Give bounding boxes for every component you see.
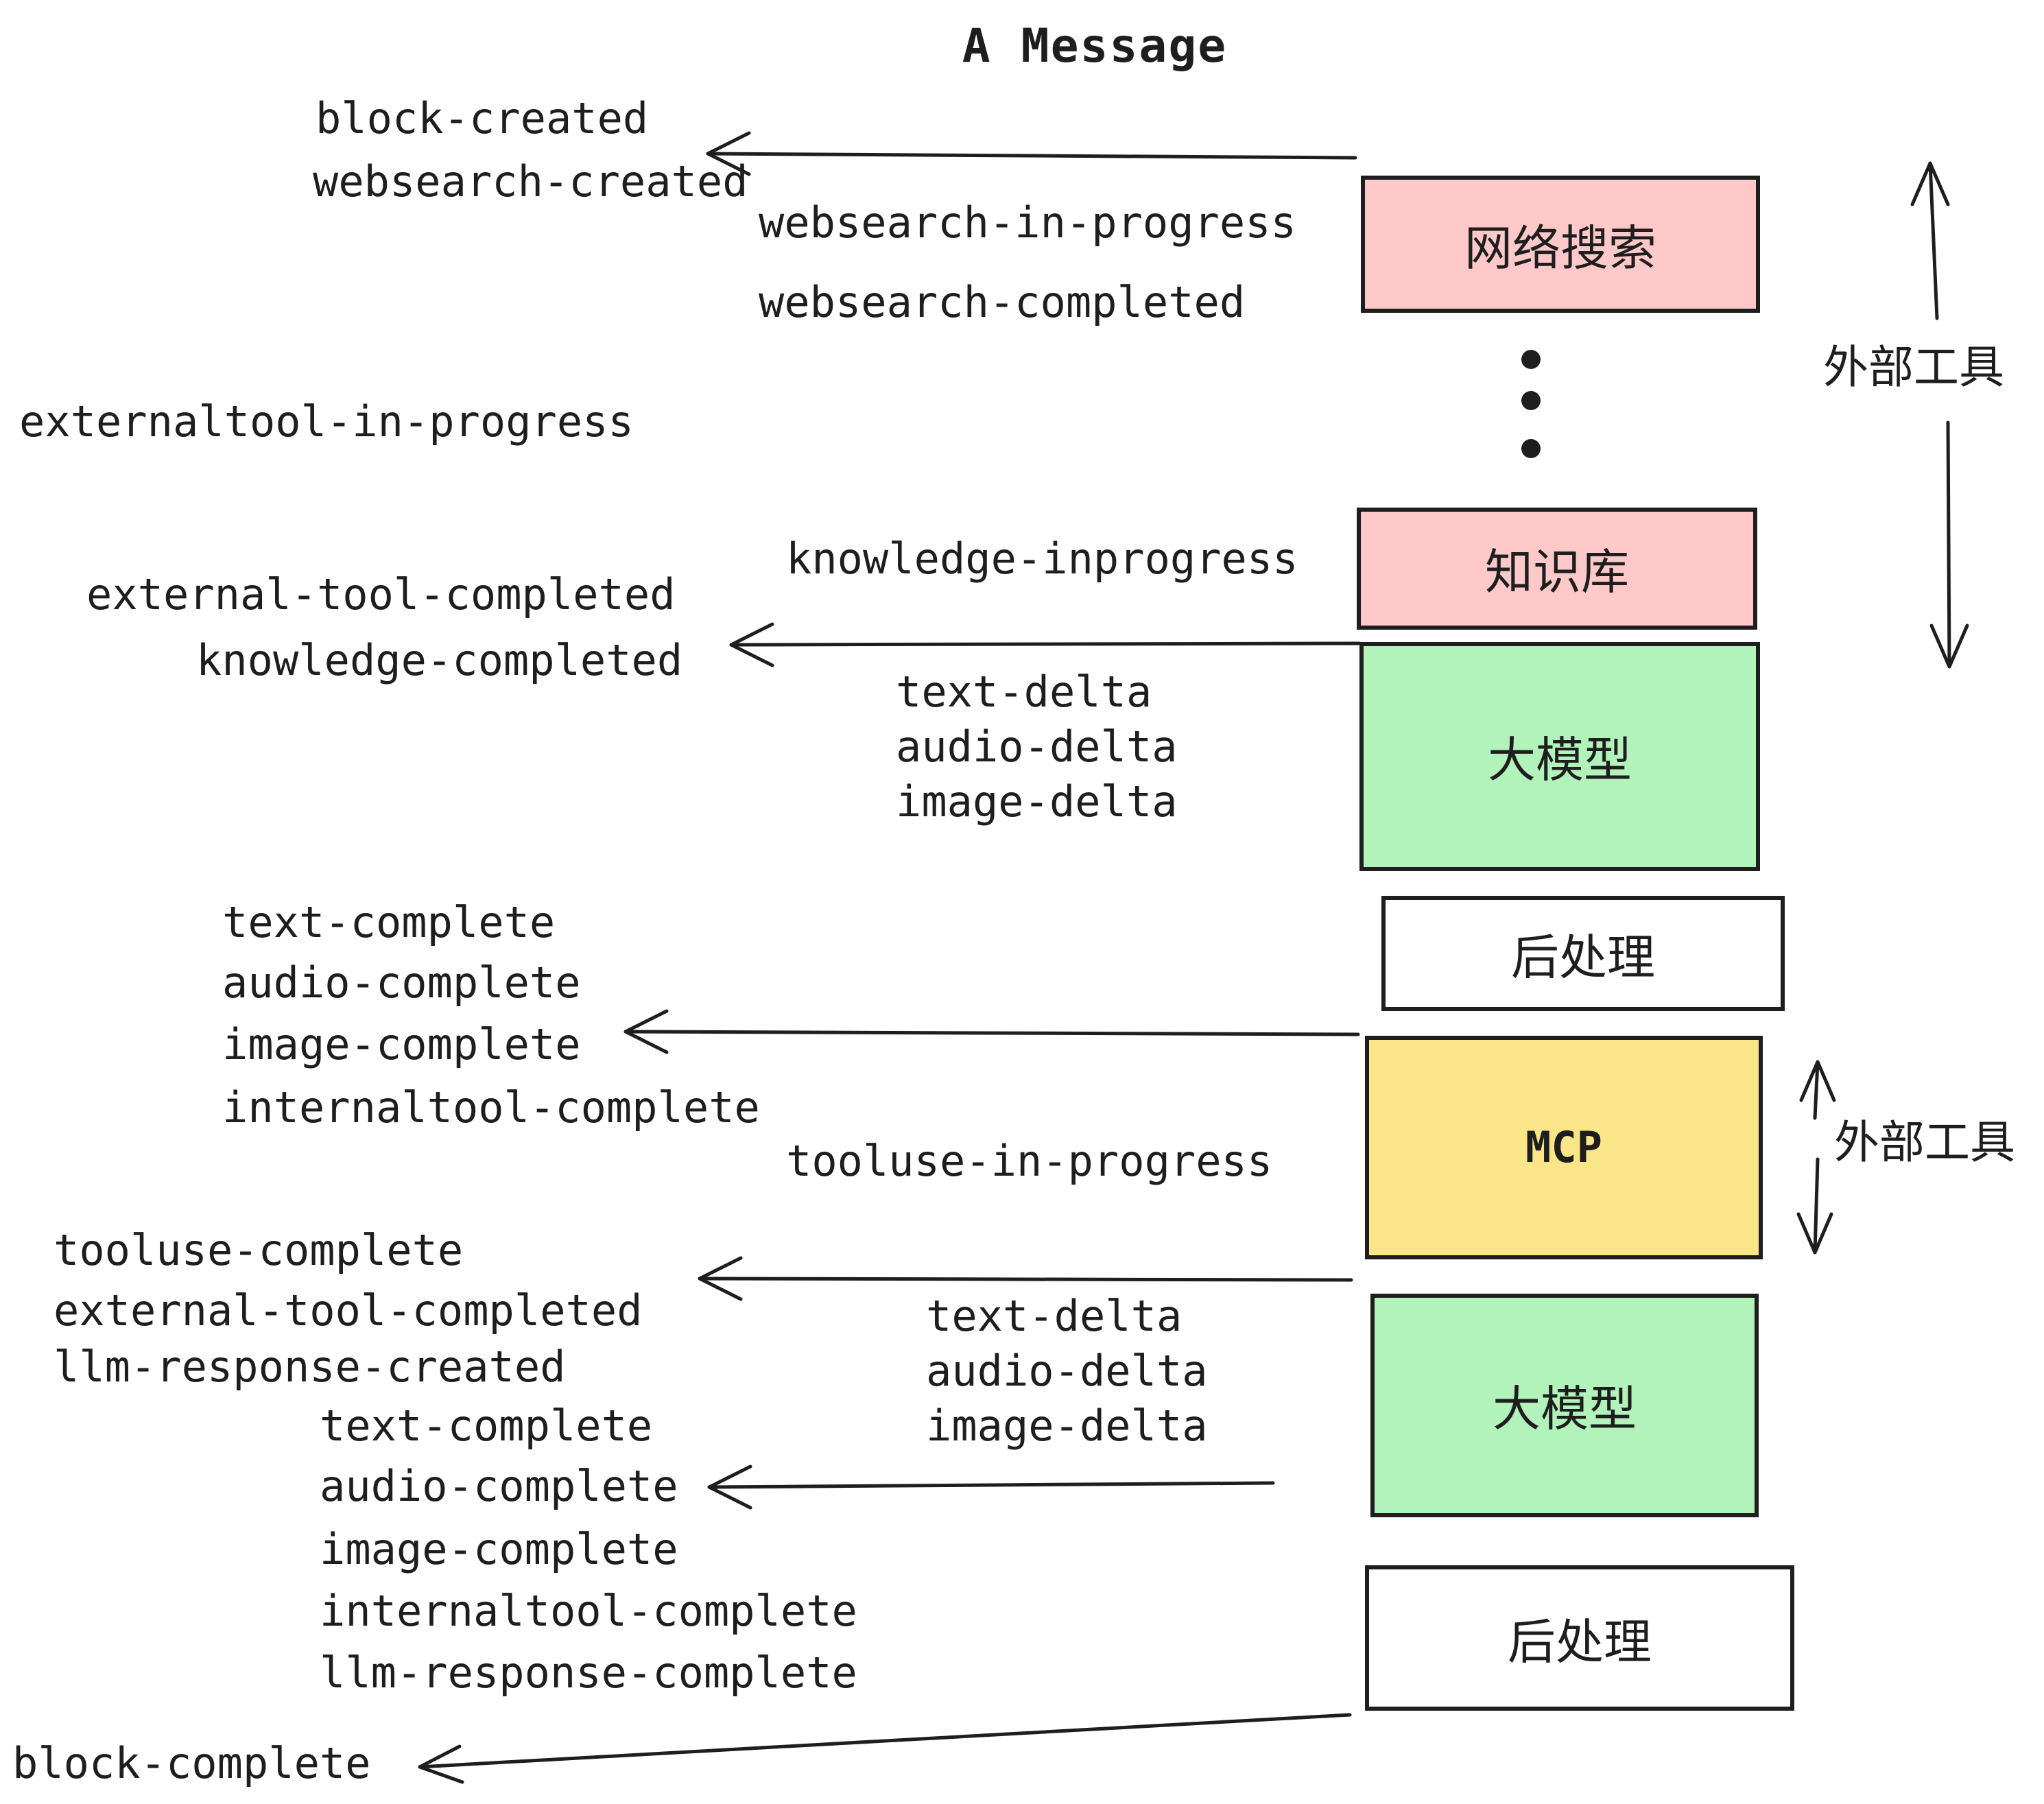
external-tools-label-mcp: 外部工具: [1834, 1117, 2015, 1167]
arrow-llm2-to-audio-complete: [707, 1464, 1275, 1510]
mcp-box: MCP: [1365, 1036, 1763, 1259]
event-tooluse-in-progress: tooluse-in-progress: [786, 1137, 1273, 1187]
arrow-postprocess2-to-block-complete: [418, 1713, 1352, 1784]
arrow-llm1-to-knowledge-completed: [729, 622, 1362, 667]
event-external-tool-completed-2: external-tool-completed: [54, 1287, 643, 1336]
event-internaltool-complete-1: internaltool-complete: [222, 1084, 760, 1133]
llm-box-2-label: 大模型: [1492, 1383, 1637, 1436]
event-block-created: block-created: [316, 95, 649, 144]
vertical-ellipsis-icon: [1521, 350, 1541, 458]
arrow-llm2-to-tooluse-complete: [698, 1256, 1353, 1301]
mcp-box-label: MCP: [1525, 1123, 1602, 1172]
event-llm-response-complete: llm-response-complete: [320, 1649, 857, 1698]
event-audio-complete-1: audio-complete: [222, 959, 581, 1008]
event-text-complete-1: text-complete: [222, 899, 556, 948]
knowledge-base-box-label: 知识库: [1484, 546, 1629, 600]
llm-box-1: 大模型: [1359, 642, 1760, 871]
knowledge-base-box: 知识库: [1357, 508, 1757, 630]
event-llm-response-created: llm-response-created: [54, 1343, 566, 1392]
diagram-title: A Message: [962, 19, 1228, 74]
event-image-complete-1: image-complete: [222, 1021, 581, 1070]
event-text-delta-1: text-delta: [896, 668, 1152, 717]
event-image-delta-2: image-delta: [926, 1402, 1208, 1451]
external-tools-label-top: 外部工具: [1823, 342, 2004, 392]
event-externaltool-in-progress: externaltool-in-progress: [19, 398, 634, 447]
websearch-box-label: 网络搜索: [1464, 222, 1656, 275]
event-audio-delta-1: audio-delta: [896, 723, 1178, 772]
postprocess-box-1: 后处理: [1381, 896, 1785, 1011]
event-external-tool-completed-1: external-tool-completed: [86, 571, 676, 620]
event-knowledge-completed: knowledge-completed: [196, 637, 683, 686]
event-websearch-created: websearch-created: [313, 158, 748, 207]
event-text-complete-2: text-complete: [320, 1402, 653, 1451]
arrow-mcp-to-image-complete: [623, 1009, 1360, 1054]
event-internaltool-complete-2: internaltool-complete: [320, 1587, 857, 1637]
external-tools-double-arrow-top: [1910, 161, 1969, 669]
llm-box-1-label: 大模型: [1487, 734, 1632, 787]
event-block-complete: block-complete: [12, 1740, 371, 1789]
event-websearch-in-progress: websearch-in-progress: [759, 199, 1296, 248]
event-text-delta-2: text-delta: [926, 1292, 1183, 1342]
llm-box-2: 大模型: [1370, 1294, 1759, 1517]
arrow-websearch-to-block-created: [706, 131, 1357, 176]
event-knowledge-inprogress: knowledge-inprogress: [786, 535, 1298, 584]
event-image-delta-1: image-delta: [896, 778, 1178, 827]
event-audio-delta-2: audio-delta: [926, 1347, 1208, 1397]
event-image-complete-2: image-complete: [320, 1526, 678, 1575]
postprocess-box-1-label: 后处理: [1510, 931, 1655, 984]
postprocess-box-2: 后处理: [1365, 1565, 1794, 1711]
event-tooluse-complete: tooluse-complete: [54, 1226, 464, 1276]
event-audio-complete-2: audio-complete: [320, 1462, 678, 1512]
event-websearch-completed: websearch-completed: [759, 278, 1246, 328]
postprocess-box-2-label: 后处理: [1507, 1615, 1652, 1669]
websearch-box: 网络搜索: [1361, 176, 1760, 313]
external-tools-double-arrow-mcp: [1796, 1060, 1836, 1255]
